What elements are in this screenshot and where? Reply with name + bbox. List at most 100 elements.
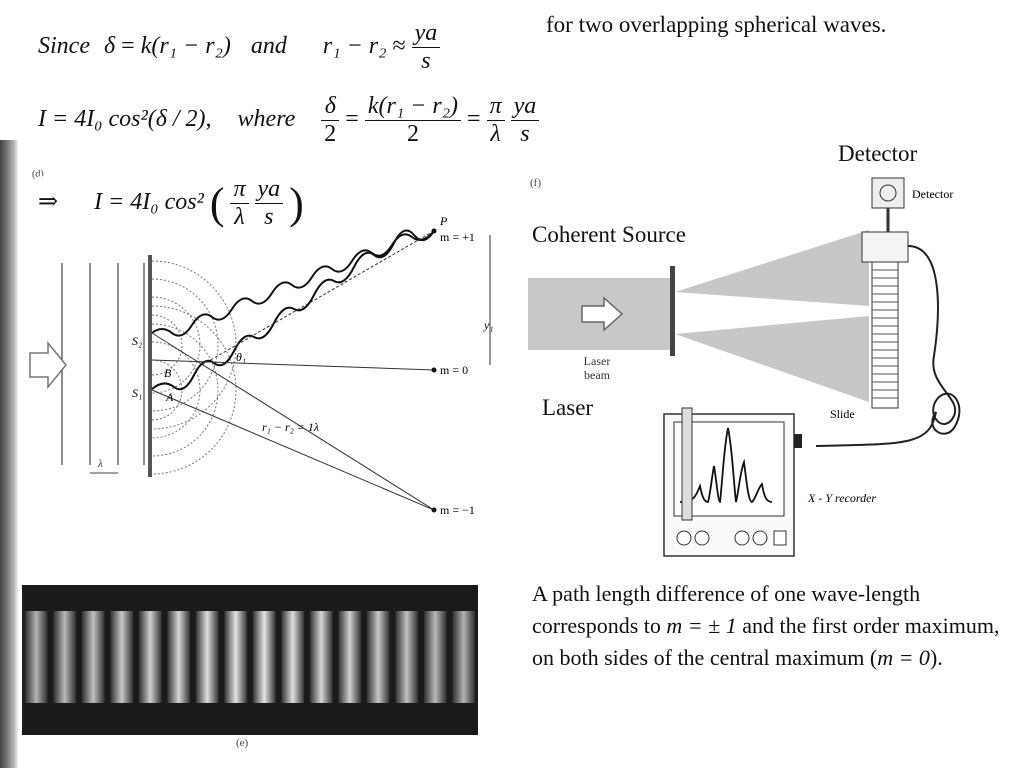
eq1-r1-minus-r2: r₁ − r₂ xyxy=(322,33,387,60)
eq2-frac1-den: 2 xyxy=(324,121,337,147)
eq2-frac3-num: π xyxy=(486,93,505,121)
recorder-connector xyxy=(794,434,802,448)
fringe-bar xyxy=(395,611,419,703)
fringe-bar xyxy=(366,611,390,703)
figure-e-fringe-photo xyxy=(22,585,478,735)
eq3-frac2-num: ya xyxy=(254,176,284,204)
equation-2: I = 4I₀ cos²(δ / 2), where δ 2 = k(r₁ − … xyxy=(38,93,540,148)
eq2-frac-1: δ 2 xyxy=(321,93,340,148)
paragraph-text-a: A path length difference of one wave-len… xyxy=(532,581,921,638)
eq3-frac-2: ya s xyxy=(254,176,284,231)
eq3-implies: ⇒ xyxy=(38,189,59,216)
eq1-delta: δ xyxy=(103,33,116,60)
slide-label: Slide xyxy=(830,407,855,421)
coherent-source-label: Coherent Source xyxy=(532,222,686,247)
paragraph-m-pm: m = ± 1 xyxy=(666,613,737,638)
laser-label: Laser xyxy=(542,395,594,420)
eq1-r-diff: (r₁ − r₂) xyxy=(151,33,231,60)
paragraph-text-b: and the first order maximum, on both sid… xyxy=(532,613,1000,670)
eq3-frac-1: π λ xyxy=(230,176,249,231)
eq2-frac3-den: λ xyxy=(490,121,501,147)
fringe-bar xyxy=(252,611,276,703)
eq2-frac-2: k(r₁ − r₂) 2 xyxy=(364,93,462,148)
fringe-bar xyxy=(53,611,77,703)
eq2-lhs: I = 4I₀ cos²(δ / 2), xyxy=(38,106,212,133)
figure-d-diagram: (d) λ P m = +1 m = 0 m = −1 y₁ xyxy=(29,169,494,517)
eq1-fraction: ya s xyxy=(411,20,441,75)
eq2-frac4-num: ya xyxy=(510,93,540,121)
plane-wavefronts xyxy=(61,263,145,465)
fringe-bar xyxy=(195,611,219,703)
point-m-minus1 xyxy=(431,507,437,513)
laser-beam-label: Laser beam xyxy=(583,354,611,382)
eq1-k: k xyxy=(140,33,152,60)
recorder-pen-arm xyxy=(681,407,693,521)
detector-lens-icon xyxy=(879,184,897,202)
label-S2: S₂ xyxy=(132,334,142,348)
eq1-frac-den: s xyxy=(421,48,431,74)
eq2-equals-b: = xyxy=(467,106,481,133)
diffracted-wavefronts xyxy=(151,260,237,475)
slide-rail xyxy=(871,261,899,409)
label-m-plus1: m = +1 xyxy=(440,230,475,244)
label-P: P xyxy=(439,214,448,228)
label-path-diff: r₁ − r₂ = 1λ xyxy=(262,420,319,434)
fringe-bar xyxy=(452,611,476,703)
eq2-where: where xyxy=(237,106,296,133)
point-m0 xyxy=(431,367,437,373)
incident-arrow-icon xyxy=(29,340,67,390)
figure-d-label: (d) xyxy=(32,169,44,180)
eq3-paren-open: ( xyxy=(209,179,225,228)
detector-small-label: Detector xyxy=(912,187,953,201)
eq3-paren-close: ) xyxy=(289,179,304,228)
eq2-frac2-den: 2 xyxy=(406,121,419,147)
label-B: B xyxy=(164,366,172,380)
beam-spread-lower xyxy=(675,316,869,402)
eq2-frac2-num: k(r₁ − r₂) xyxy=(364,93,462,121)
fringe-bar xyxy=(423,611,447,703)
detector-carriage xyxy=(861,231,909,263)
recorder-label: X - Y recorder xyxy=(807,491,876,505)
eq2-frac-3: π λ xyxy=(486,93,505,148)
eq1-approx: ≈ xyxy=(392,33,406,60)
paragraph-m0: m = 0 xyxy=(877,645,930,670)
eq1-frac-num: ya xyxy=(411,20,441,48)
double-slit-plate xyxy=(670,266,675,356)
label-A: A xyxy=(165,390,174,404)
figure-f-label: (f) xyxy=(530,177,541,189)
eq3-frac2-den: s xyxy=(264,204,274,230)
eq3-frac1-den: λ xyxy=(234,204,245,230)
eq2-frac4-den: s xyxy=(520,121,530,147)
figure-e-label: (e) xyxy=(236,737,249,749)
eq3-frac1-num: π xyxy=(230,176,249,204)
wave-ray-lower xyxy=(151,229,435,391)
fringe-bar xyxy=(81,611,105,703)
beam-arrow-icon xyxy=(581,296,624,332)
label-S1: S₁ xyxy=(132,386,142,400)
slide-rail-ticks xyxy=(872,269,898,399)
wave-ray-upper xyxy=(151,230,435,337)
eq2-equals-a: = xyxy=(345,106,359,133)
eq1-since: Since xyxy=(38,33,90,60)
fringe-bar xyxy=(338,611,362,703)
eq2-frac-4: ya s xyxy=(510,93,540,148)
equation-3: ⇒ I = 4I₀ cos² ( π λ ya s ) xyxy=(38,176,310,231)
fringe-bar xyxy=(167,611,191,703)
fringe-bar xyxy=(138,611,162,703)
eq1-and: and xyxy=(250,33,287,60)
eq2-frac1-num: δ xyxy=(321,93,340,121)
detector-title: Detector xyxy=(838,141,918,166)
fringe-bar xyxy=(24,611,48,703)
equation-1: Since δ = k(r₁ − r₂) and r₁ − r₂ ≈ ya s xyxy=(38,20,441,75)
label-m-zero: m = 0 xyxy=(440,363,468,377)
recorder-knobs xyxy=(676,530,787,546)
paragraph-text-c: ). xyxy=(929,645,943,670)
geometry-lines xyxy=(151,230,435,511)
label-theta1: θ₁ xyxy=(236,350,246,364)
fringe-bar xyxy=(110,611,134,703)
point-P xyxy=(431,228,437,234)
recorder-trace xyxy=(679,427,773,503)
fringe-pattern xyxy=(24,611,476,703)
explanation-paragraph: A path length difference of one wave-len… xyxy=(532,578,1012,674)
figure-f-apparatus: (f) Detector Slide X - Y recorder xyxy=(528,177,961,557)
